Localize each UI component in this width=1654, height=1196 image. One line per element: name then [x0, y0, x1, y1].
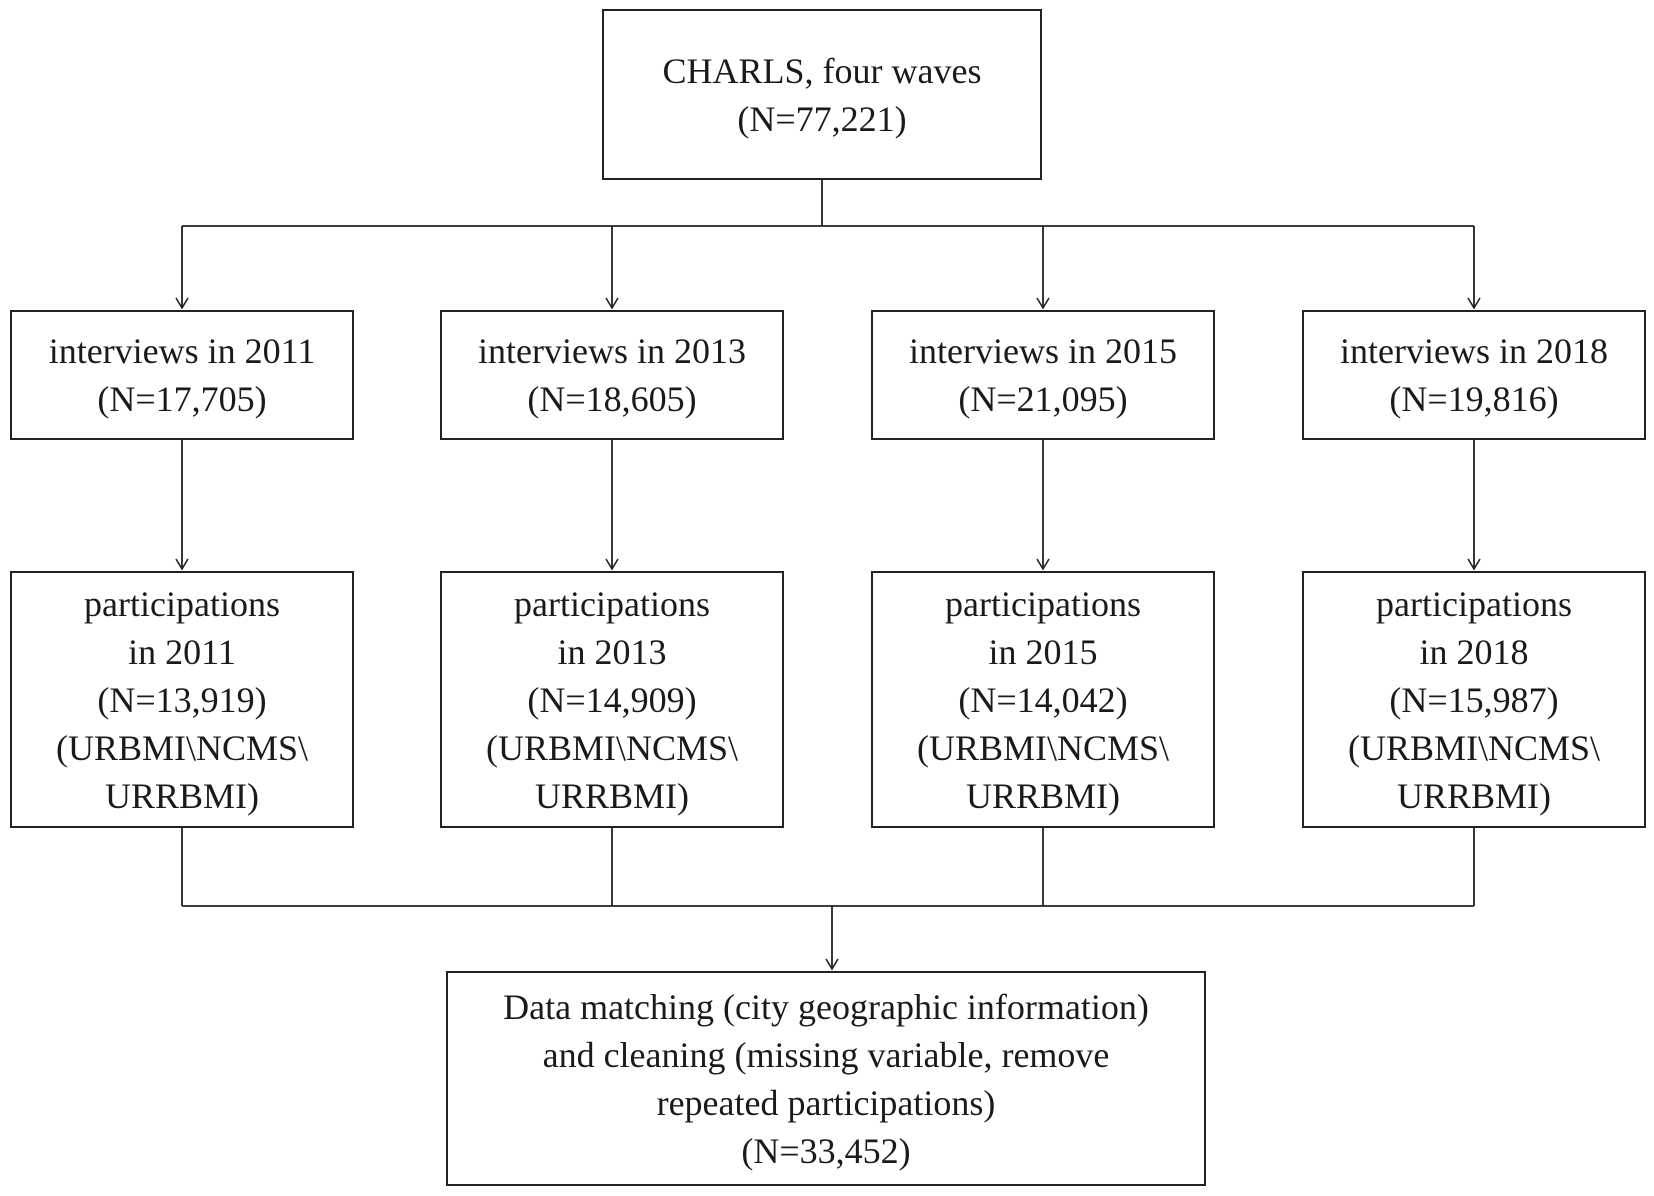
participations-insurance-cont: URRBMI) [104, 775, 260, 816]
matching-line-3: repeated participations) [656, 1082, 996, 1123]
charls-title: CHARLS, four waves [662, 50, 982, 91]
interviews-count: (N=18,605) [527, 379, 697, 419]
interviews-label: interviews in 2011 [48, 331, 316, 371]
participations-year: in 2011 [128, 631, 236, 672]
interviews-label: interviews in 2013 [478, 331, 746, 371]
interviews-2018-box: interviews in 2018 (N=19,816) [1302, 310, 1646, 440]
participations-count: (N=14,909) [527, 679, 697, 720]
participations-2013-box: participations in 2013 (N=14,909) (URBMI… [440, 571, 784, 828]
participations-insurance-cont: URRBMI) [534, 775, 690, 816]
participations-label: participations [1376, 583, 1572, 624]
participations-year: in 2018 [1419, 631, 1529, 672]
participations-insurance: (URBMI\NCMS\ [916, 727, 1170, 768]
participations-label: participations [945, 583, 1141, 624]
interviews-count: (N=21,095) [958, 379, 1128, 419]
participations-2018-box: participations in 2018 (N=15,987) (URBMI… [1302, 571, 1646, 828]
charls-total-box: CHARLS, four waves (N=77,221) [602, 9, 1042, 180]
interviews-2011-box: interviews in 2011 (N=17,705) [10, 310, 354, 440]
interviews-2015-box: interviews in 2015 (N=21,095) [871, 310, 1215, 440]
data-matching-box: Data matching (city geographic informati… [446, 971, 1206, 1186]
matching-line-2: and cleaning (missing variable, remove [542, 1034, 1110, 1075]
participations-insurance: (URBMI\NCMS\ [55, 727, 309, 768]
participations-2011-box: participations in 2011 (N=13,919) (URBMI… [10, 571, 354, 828]
matching-count: (N=33,452) [741, 1130, 911, 1171]
participations-count: (N=15,987) [1389, 679, 1559, 720]
interviews-label: interviews in 2018 [1340, 331, 1608, 371]
interviews-2013-box: interviews in 2013 (N=18,605) [440, 310, 784, 440]
matching-line-1: Data matching (city geographic informati… [503, 986, 1149, 1027]
participations-label: participations [84, 583, 280, 624]
participations-year: in 2015 [988, 631, 1098, 672]
participations-insurance-cont: URRBMI) [965, 775, 1121, 816]
participations-count: (N=14,042) [958, 679, 1128, 720]
participations-insurance-cont: URRBMI) [1396, 775, 1552, 816]
participations-insurance: (URBMI\NCMS\ [485, 727, 739, 768]
participations-year: in 2013 [557, 631, 667, 672]
interviews-label: interviews in 2015 [909, 331, 1177, 371]
participations-2015-box: participations in 2015 (N=14,042) (URBMI… [871, 571, 1215, 828]
charls-count: (N=77,221) [737, 98, 907, 139]
interviews-count: (N=17,705) [97, 379, 267, 419]
participations-count: (N=13,919) [97, 679, 267, 720]
interviews-count: (N=19,816) [1389, 379, 1559, 419]
participations-insurance: (URBMI\NCMS\ [1347, 727, 1601, 768]
participations-label: participations [514, 583, 710, 624]
